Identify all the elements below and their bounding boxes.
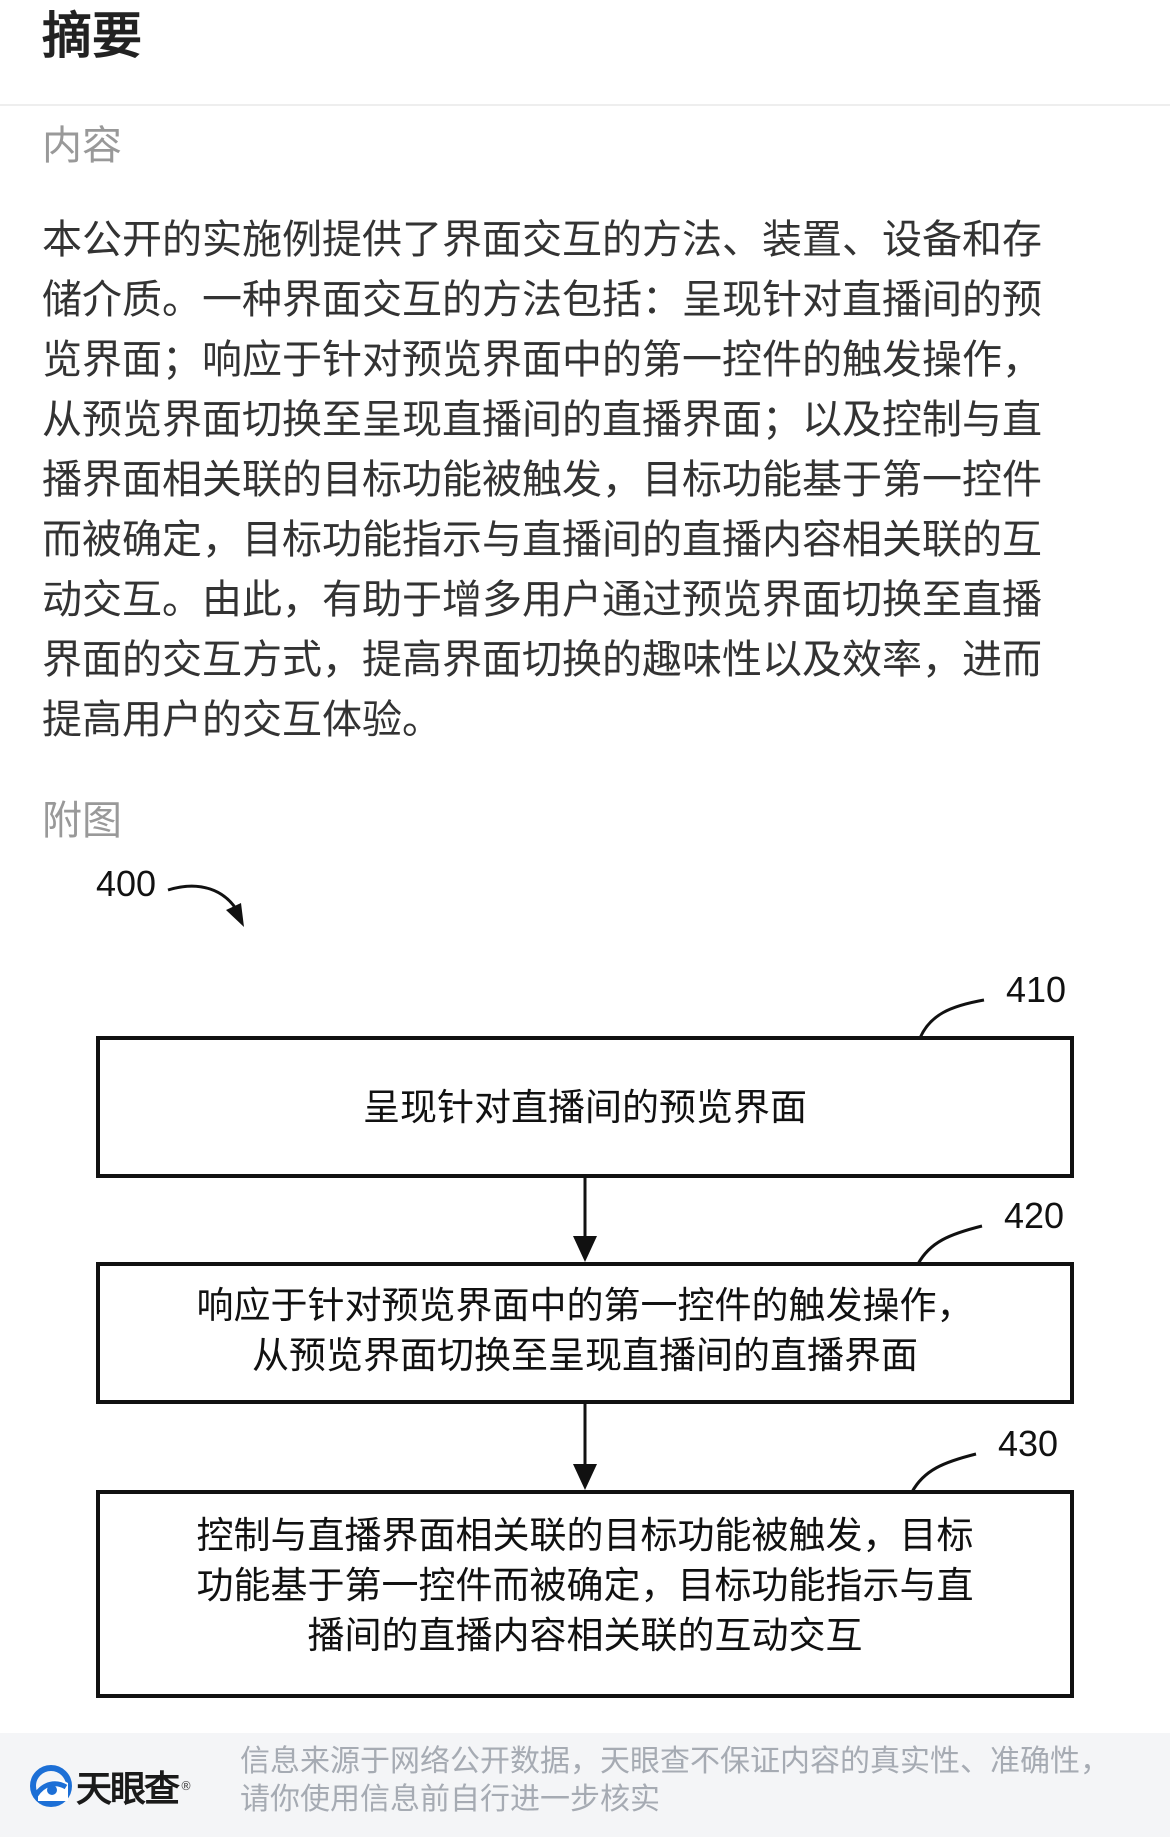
abstract-line: 本公开的实施例提供了界面交互的方法、装置、设备和存 <box>42 217 1042 263</box>
abstract-line: 从预览界面切换至呈现直播间的直播界面；以及控制与直 <box>42 397 1042 443</box>
source-disclaimer: 信息来源于网络公开数据，天眼查不保证内容的真实性、准确性， 请你使用信息前自行进… <box>240 1743 1160 1819</box>
page-title: 摘要 <box>42 7 142 65</box>
step-text-420-line1: 响应于针对预览界面中的第一控件的触发操作， <box>197 1284 974 1327</box>
figure-number: 400 <box>96 863 156 904</box>
step-box-410 <box>96 1036 1074 1178</box>
step-number-430: 430 <box>998 1423 1058 1464</box>
step-leader-420 <box>916 1224 983 1265</box>
disclaimer-line: 请你使用信息前自行进一步核实 <box>240 1782 660 1817</box>
disclaimer-line: 信息来源于网络公开数据，天眼查不保证内容的真实性、准确性， <box>240 1744 1110 1779</box>
brand-name: 天眼查 <box>76 1769 180 1810</box>
step-number-410: 410 <box>1006 969 1066 1010</box>
step-box-430 <box>96 1490 1074 1698</box>
step-text-430-line1: 控制与直播界面相关联的目标功能被触发，目标 <box>197 1514 974 1557</box>
abstract-line: 动交互。由此，有助于增多用户通过预览界面切换至直播 <box>42 577 1042 623</box>
footer-bar: 天眼查 ® 信息来源于网络公开数据，天眼查不保证内容的真实性、准确性， 请你使用… <box>0 1733 1170 1837</box>
abstract-text: 本公开的实施例提供了界面交互的方法、装置、设备和存 储介质。一种界面交互的方法包… <box>42 210 1102 750</box>
patent-flowchart-figure: 400 410 呈现针对直播间的预览界面 420 响应于针对预览界面中的第一控件… <box>96 863 1074 1698</box>
figure-pointer-arrowhead <box>226 903 244 927</box>
step-text-430-line3: 播间的直播内容相关联的互动交互 <box>308 1614 863 1657</box>
abstract-line: 播界面相关联的目标功能被触发，目标功能基于第一控件 <box>42 457 1042 503</box>
abstract-line: 览界面；响应于针对预览界面中的第一控件的触发操作， <box>42 337 1042 383</box>
step-number-420: 420 <box>1004 1195 1064 1236</box>
connector-arrowhead-420 <box>573 1236 597 1262</box>
step-text-420-line2: 从预览界面切换至呈现直播间的直播界面 <box>252 1334 918 1377</box>
abstract-line: 提高用户的交互体验。 <box>42 697 442 743</box>
brand-logo[interactable]: 天眼查 ® <box>30 1761 192 1811</box>
page-header: 摘要 <box>0 0 1170 106</box>
figure-pointer-arrow <box>167 884 240 913</box>
connector-arrowhead-430 <box>573 1464 597 1490</box>
abstract-line: 储介质。一种界面交互的方法包括：呈现针对直播间的预 <box>42 277 1042 323</box>
abstract-line: 界面的交互方式，提高界面切换的趣味性以及效率，进而 <box>42 637 1042 683</box>
step-text-410: 呈现针对直播间的预览界面 <box>363 1086 807 1129</box>
step-text-430-line2: 功能基于第一控件而被确定，目标功能指示与直 <box>197 1564 974 1607</box>
step-box-420 <box>96 1262 1074 1404</box>
content-section-label: 内容 <box>42 123 122 169</box>
figure-section-label: 附图 <box>42 798 122 844</box>
brand-eye-icon <box>30 1765 72 1807</box>
abstract-line: 而被确定，目标功能指示与直播间的直播内容相关联的互 <box>42 517 1042 563</box>
registered-mark: ® <box>180 1779 193 1793</box>
step-leader-410 <box>918 998 985 1039</box>
step-leader-430 <box>910 1452 977 1493</box>
